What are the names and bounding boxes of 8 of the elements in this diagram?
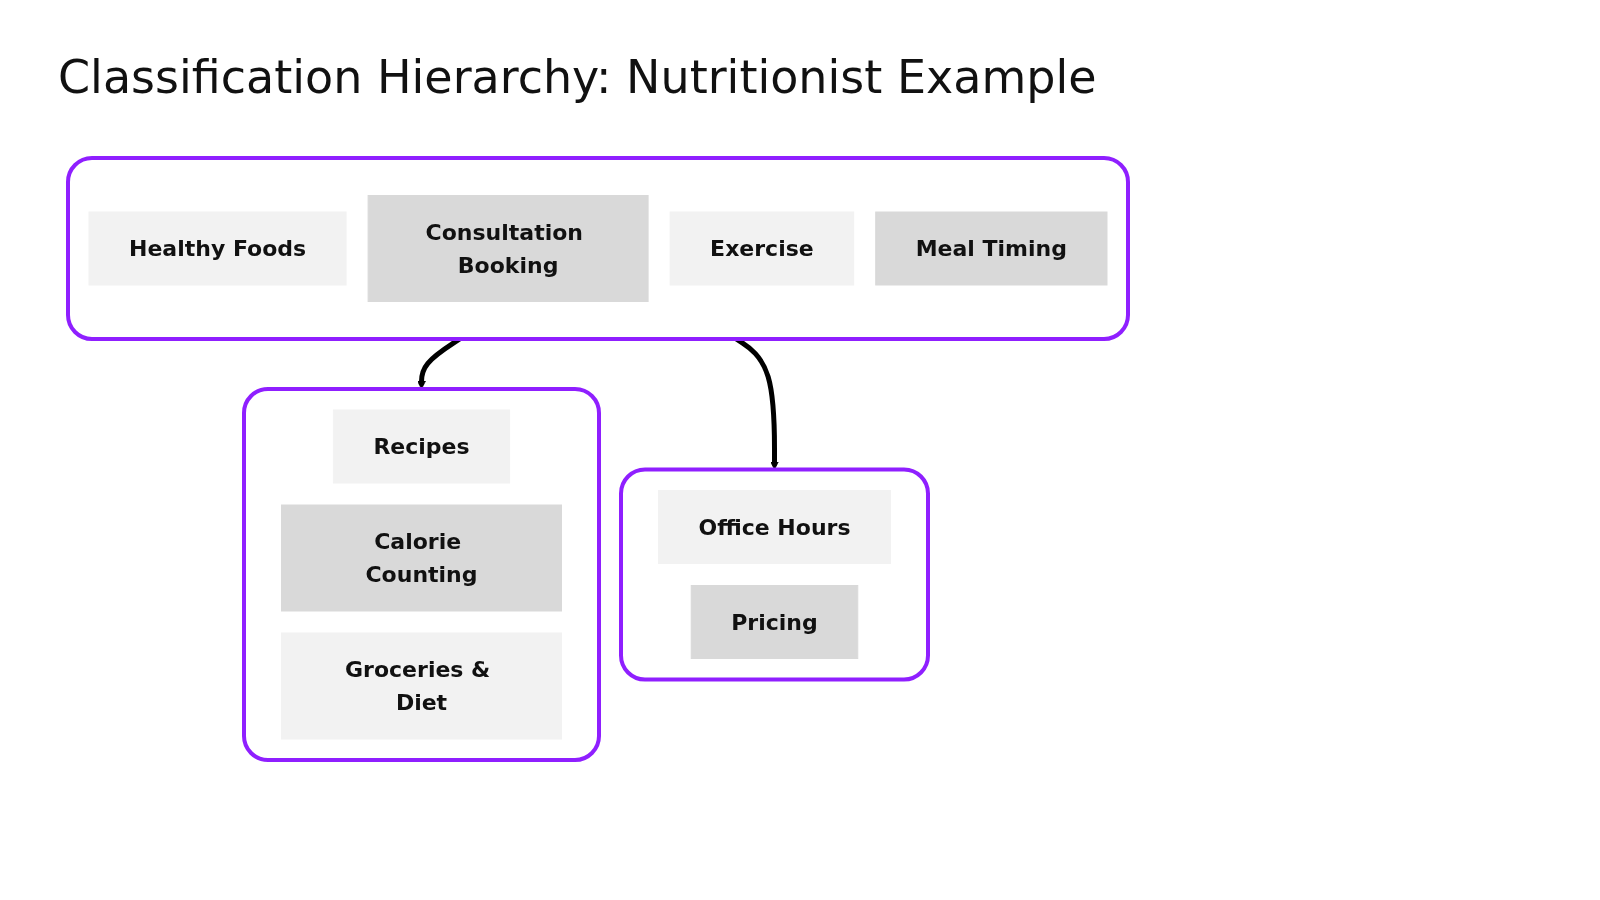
node-box: Meal Timing <box>875 211 1108 286</box>
node-box: Consultation Booking <box>367 195 649 302</box>
cluster <box>66 156 1130 341</box>
node-box: Pricing <box>690 585 859 659</box>
cluster <box>619 467 930 682</box>
diagram-title: Classification Hierarchy: Nutritionist Example <box>58 50 1097 104</box>
node-box: Calorie Counting <box>281 504 562 612</box>
cluster <box>242 387 601 762</box>
